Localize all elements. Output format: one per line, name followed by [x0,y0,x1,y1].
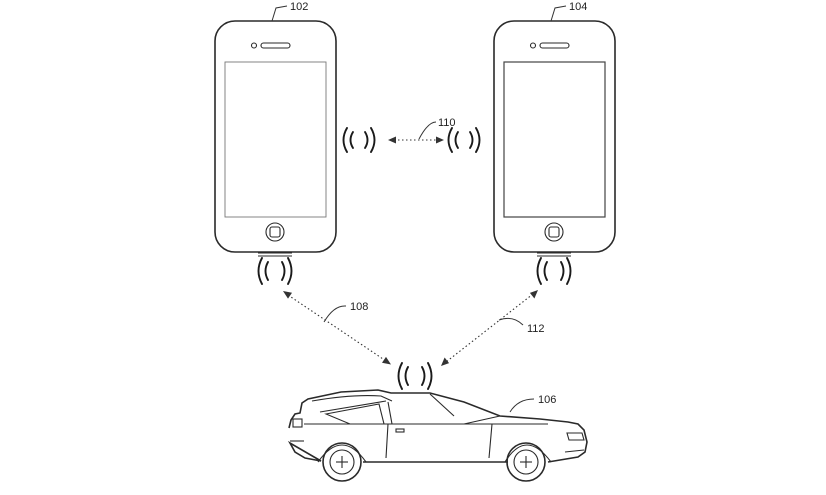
phone-right-ref: 104 [569,1,587,13]
phone-left-home-button [265,222,285,242]
phone-right-home-button [544,222,564,242]
link-left-vehicle: 108 [283,291,391,365]
signal-left-phone-bottom-icon [257,257,293,285]
signal-left-phone-right-icon [342,127,376,153]
signal-vehicle-icon [397,362,433,390]
signal-right-phone-bottom-icon [536,257,572,285]
vehicle-front-wheel [506,442,546,482]
phone-right: 104 [493,1,616,257]
phone-left: 102 [214,1,337,257]
vehicle-rear-wheel [322,442,362,482]
vehicle: 106 [287,389,588,482]
phone-left-camera [250,42,258,49]
link-right-vehicle-ref: 112 [527,323,545,335]
phone-right-speaker [539,42,570,49]
phone-left-speaker [260,42,291,49]
link-phones: 110 [388,117,456,144]
signal-right-phone-left-icon [447,127,481,153]
link-phones-ref: 110 [438,117,456,129]
link-right-vehicle: 112 [441,290,545,366]
vehicle-ref: 106 [538,394,556,406]
link-left-vehicle-ref: 108 [350,301,368,313]
phone-right-camera [529,42,537,49]
phone-left-ref: 102 [290,1,308,13]
